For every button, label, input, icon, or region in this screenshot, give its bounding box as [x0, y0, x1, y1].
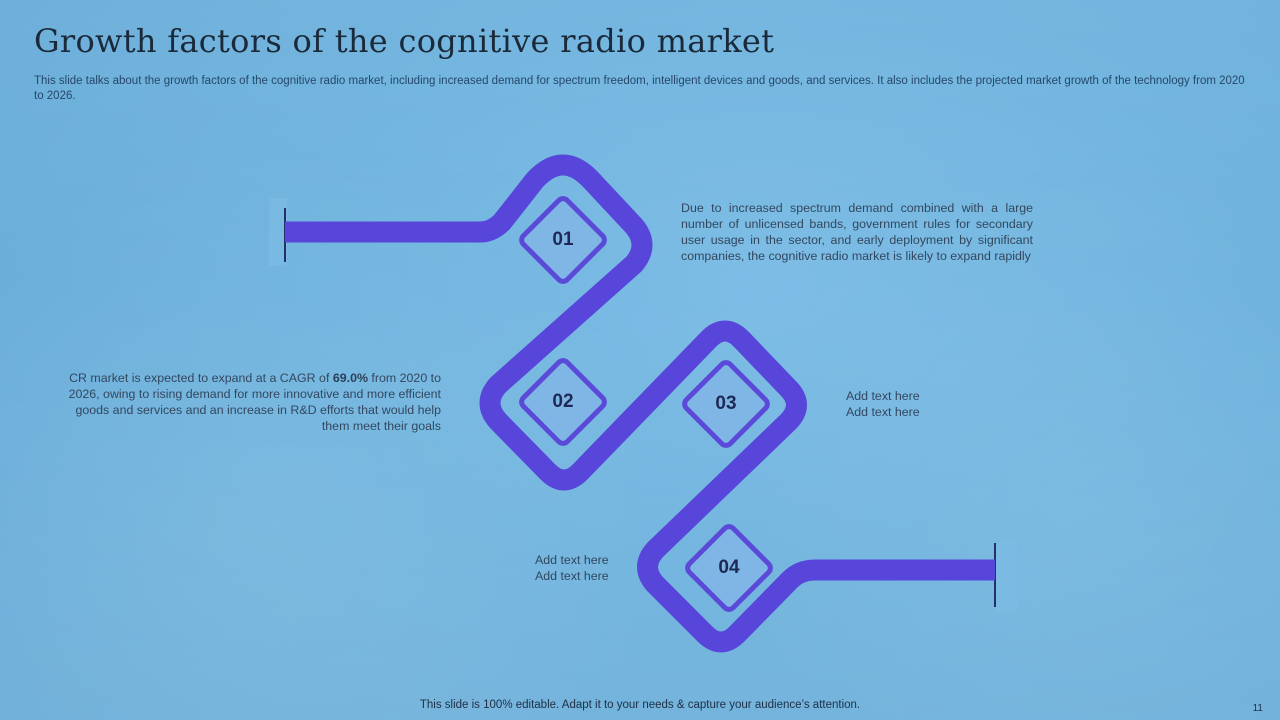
step-04-description: Add text here Add text here: [535, 552, 609, 584]
diamond-01: [519, 196, 607, 284]
step-04-line-1: Add text here: [535, 553, 609, 567]
step-02-text-before: CR market is expected to expand at a CAG…: [69, 371, 333, 385]
diamond-03: [682, 360, 770, 448]
left-end-cap: [269, 198, 287, 266]
flow-path: [285, 154, 995, 653]
cagr-highlight: 69.0%: [332, 371, 368, 385]
step-03-description: Add text here Add text here: [846, 388, 920, 420]
step-02-description: CR market is expected to expand at a CAG…: [58, 370, 441, 434]
step-03-line-1: Add text here: [846, 389, 920, 403]
step-03-line-2: Add text here: [846, 405, 920, 419]
step-04-line-2: Add text here: [535, 569, 609, 583]
step-number-01: 01: [552, 229, 574, 250]
diamond-02: [519, 358, 607, 446]
step-02-text-after: from 2020 to 2026, owing to rising deman…: [68, 371, 441, 433]
step-number-04: 04: [718, 557, 740, 578]
step-number-03: 03: [715, 393, 737, 414]
slide-footer: This slide is 100% editable. Adapt it to…: [419, 699, 861, 711]
diamond-04: [685, 524, 773, 612]
slide-title: Growth factors of the cognitive radio ma…: [34, 22, 775, 60]
step-01-description: Due to increased spectrum demand combine…: [681, 201, 1033, 263]
step-number-02: 02: [552, 391, 574, 412]
slide-subtitle: This slide talks about the growth factor…: [34, 75, 1245, 102]
page-number: 11: [1252, 703, 1263, 714]
right-end-cap: [996, 541, 1017, 613]
